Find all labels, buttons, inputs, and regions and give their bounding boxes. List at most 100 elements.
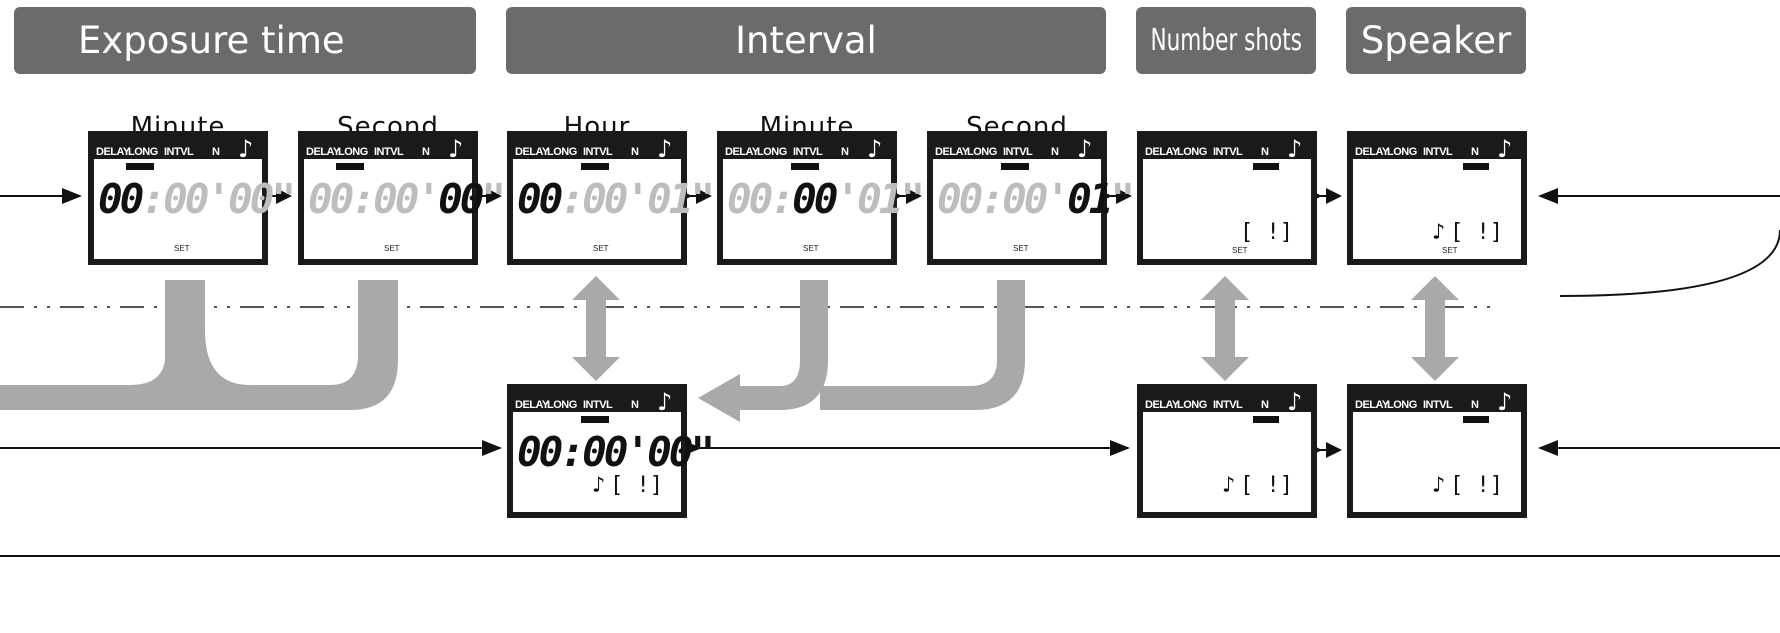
lcd-separator: ": [272, 175, 294, 223]
lcd-indicator-long: LONG: [1177, 399, 1207, 411]
lcd-separator: ': [416, 175, 438, 223]
lcd-indicator-intvl: INTVL: [583, 399, 613, 411]
lcd-set-label: SET: [384, 244, 400, 253]
lcd-indicator-long: LONG: [547, 146, 577, 158]
lcd-digit-group: 01: [647, 175, 690, 223]
lcd-indicator-delay: DELAY: [935, 146, 970, 158]
lcd-indicator-delay: DELAY: [1355, 146, 1390, 158]
lcd-set-label: SET: [1232, 246, 1248, 255]
lcd-indicator-n: N: [631, 399, 639, 411]
lcd-digit-group: 00: [647, 428, 692, 476]
active-mode-marker: [1253, 416, 1279, 423]
lcd-digit-group: 00: [937, 175, 982, 223]
lcd-separator: ": [901, 175, 923, 223]
lcd-indicator-long: LONG: [1177, 146, 1207, 158]
lcd-screen: [1353, 159, 1521, 259]
active-mode-marker: [336, 163, 364, 170]
lcd-digit-group: 00: [1002, 175, 1047, 223]
lcd-indicator-intvl: INTVL: [793, 146, 823, 158]
lcd-digit-group: 00: [308, 175, 353, 223]
lcd-digit-group: 00: [98, 175, 143, 223]
flow-interval-second-to-result: [820, 280, 1025, 410]
active-mode-marker: [581, 416, 609, 423]
lcd-indicator-delay: DELAY: [96, 146, 131, 158]
header-exposure-time-label: Exposure time: [78, 19, 345, 62]
active-mode-marker: [1253, 163, 1279, 170]
lcd-indicator-delay: DELAY: [515, 146, 550, 158]
lcd-speaker-note-icon: ♪: [592, 473, 605, 498]
lcd-indicator-n: N: [841, 146, 849, 158]
lcd-indicator-n: N: [1471, 399, 1479, 411]
lcd-time-readout: 00:00'01": [727, 175, 922, 223]
lcd-separator: ': [625, 175, 647, 223]
header-interval-label: Interval: [735, 19, 877, 62]
lcd-digit-group: 01: [1067, 175, 1110, 223]
music-note-icon: ♪: [1287, 388, 1302, 416]
lcd-screen: [513, 412, 681, 512]
lcd-shots-readout: [ !]: [610, 473, 663, 498]
lcd-separator: ": [482, 175, 504, 223]
lcd-screen: [513, 159, 681, 259]
lcd-separator: :: [770, 175, 792, 223]
music-note-icon: ♪: [657, 135, 672, 163]
lcd-speaker-note-icon: ♪: [1222, 473, 1235, 498]
lcd-time-readout: 00:00'01": [517, 175, 712, 223]
header-number-shots: Number shots: [1136, 7, 1316, 74]
active-mode-marker: [1463, 163, 1489, 170]
lcd-indicator-n: N: [631, 146, 639, 158]
active-mode-marker: [581, 163, 609, 170]
header-interval: Interval: [506, 7, 1106, 74]
lcd-set-label: SET: [1442, 246, 1458, 255]
lcd-digit-group: 00: [582, 428, 627, 476]
lcd-screen: [1143, 159, 1311, 259]
music-note-icon: ♪: [238, 135, 253, 163]
lcd-separator: ': [625, 428, 647, 476]
lcd-screen: [933, 159, 1101, 259]
lcd-digit-group: 01: [857, 175, 900, 223]
lcd-indicator-n: N: [1471, 146, 1479, 158]
music-note-icon: ♪: [448, 135, 463, 163]
lcd-indicator-long: LONG: [547, 399, 577, 411]
flow-interval-minutes-to-result: [698, 280, 828, 422]
double-arrow-interval: [572, 276, 620, 381]
lcd-screen: [94, 159, 262, 259]
lcd-separator: ": [691, 428, 713, 476]
lcd-digit-group: 00: [582, 175, 627, 223]
lcd-digit-group: 00: [517, 428, 562, 476]
lcd-digit-group: 00: [727, 175, 772, 223]
lcd-shots-readout: [ !]: [1240, 473, 1293, 498]
lcd-indicator-intvl: INTVL: [1213, 146, 1243, 158]
lcd-separator: :: [351, 175, 373, 223]
lcd-indicator-long: LONG: [1387, 399, 1417, 411]
gray-flow-arrows: [0, 276, 1459, 422]
active-mode-marker: [1001, 163, 1029, 170]
music-note-icon: ♪: [1497, 135, 1512, 163]
lcd-indicator-long: LONG: [967, 146, 997, 158]
lcd-digit-group: 00: [163, 175, 208, 223]
lcd-digit-group: 00: [373, 175, 418, 223]
lcd-indicator-delay: DELAY: [725, 146, 760, 158]
lcd-separator: :: [560, 175, 582, 223]
lcd-separator: ': [206, 175, 228, 223]
header-exposure-time: Exposure time: [14, 7, 476, 74]
lcd-indicator-intvl: INTVL: [1423, 146, 1453, 158]
lcd-time-readout: 00:00'01": [937, 175, 1132, 223]
lcd-indicator-long: LONG: [1387, 146, 1417, 158]
music-note-icon: ♪: [1287, 135, 1302, 163]
lcd-separator: :: [980, 175, 1002, 223]
lcd-speaker-note-icon: ♪: [1432, 473, 1445, 498]
music-note-icon: ♪: [867, 135, 882, 163]
lcd-indicator-intvl: INTVL: [1213, 399, 1243, 411]
lcd-indicator-delay: DELAY: [1355, 399, 1390, 411]
lcd-indicator-intvl: INTVL: [1423, 399, 1453, 411]
active-mode-marker: [126, 163, 154, 170]
lcd-speaker-note-icon: ♪: [1432, 220, 1445, 245]
lcd-separator: ": [1111, 175, 1133, 223]
